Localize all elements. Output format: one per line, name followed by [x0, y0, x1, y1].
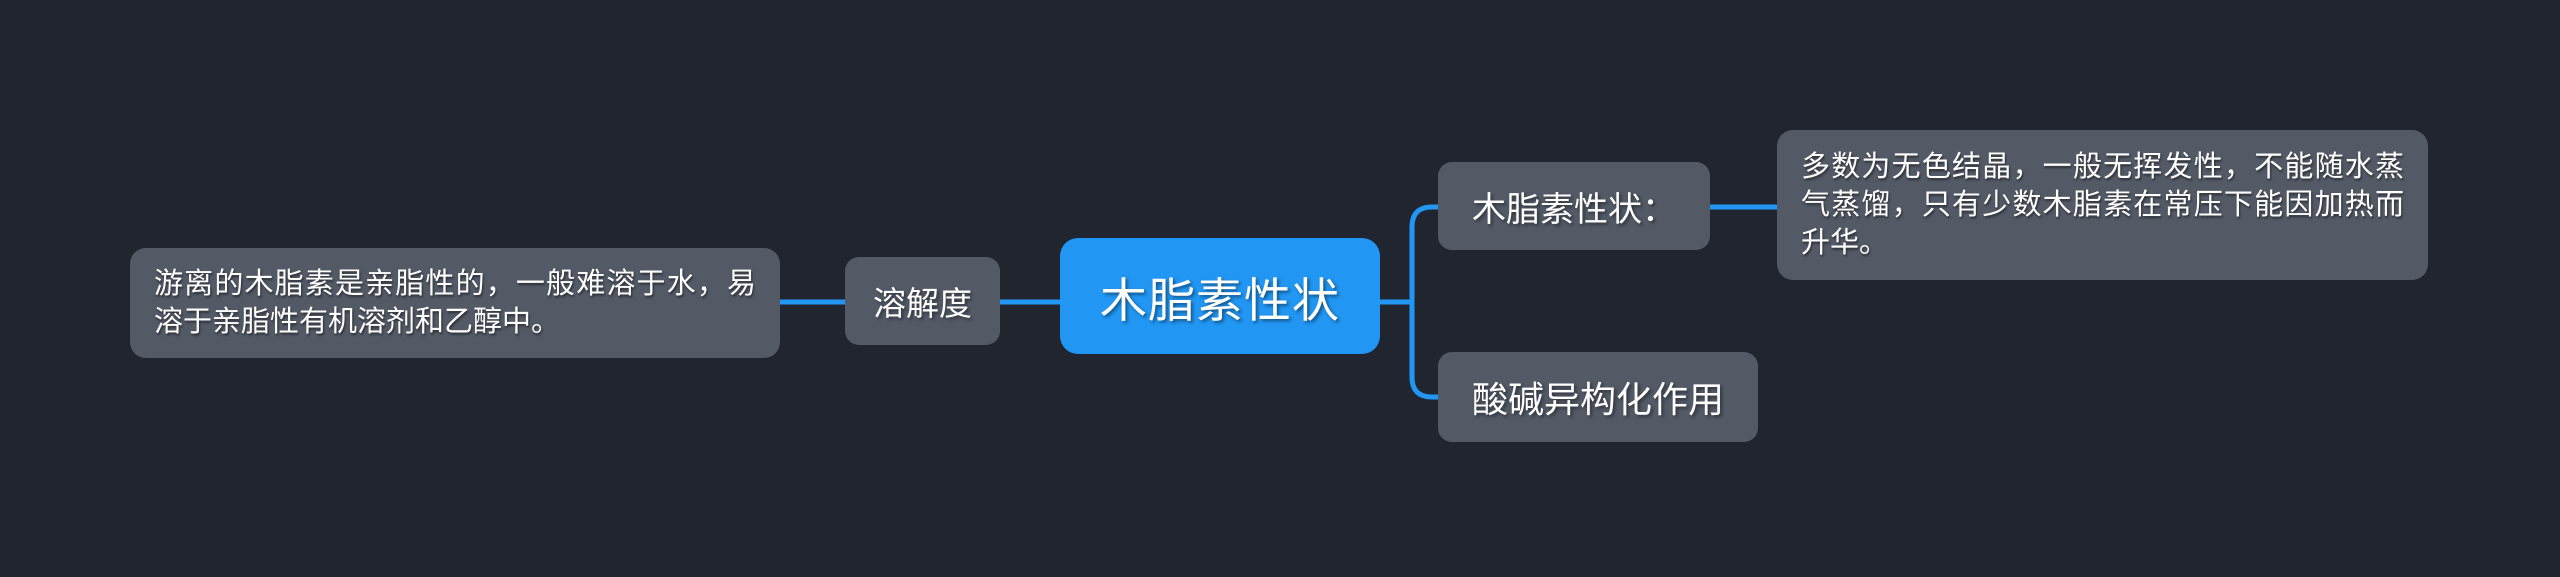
topic-node-solubility[interactable]: 溶解度	[845, 257, 1000, 345]
root-node[interactable]: 木脂素性状	[1060, 238, 1380, 354]
detail-note-properties[interactable]: 多数为无色结晶，一般无挥发性，不能随水蒸气蒸馏，只有少数木脂素在常压下能因加热而…	[1777, 130, 2428, 280]
topic-node-acid-base-isomerization[interactable]: 酸碱异构化作用	[1438, 352, 1758, 442]
detail-note-solubility[interactable]: 游离的木脂素是亲脂性的，一般难溶于水，易溶于亲脂性有机溶剂和乙醇中。	[130, 248, 780, 358]
topic-node-properties[interactable]: 木脂素性状：	[1438, 162, 1710, 250]
connector-line	[1409, 204, 1438, 400]
